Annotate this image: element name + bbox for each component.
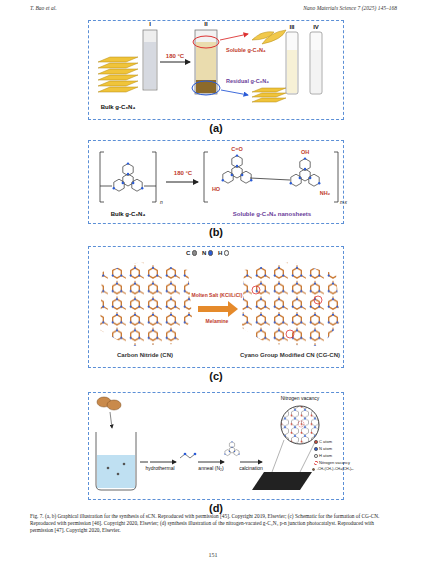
legend-text: H [218, 250, 222, 256]
figure-label: n [160, 200, 163, 206]
figure-label: Residual g-C₃N₄ [226, 78, 269, 84]
legend-row: C atom [314, 440, 332, 444]
figure-label: calcination [239, 466, 263, 472]
figure-label: I [149, 21, 151, 28]
figure-label: III [289, 24, 294, 31]
legend-swatch [314, 454, 318, 458]
legend-swatch [312, 468, 315, 471]
legend-swatch [192, 250, 197, 255]
figure-label: Soluble g-C₃N₄ nanosheets [233, 211, 311, 218]
panel-label: (d) [88, 502, 344, 514]
figure-label: hydrothermal [145, 466, 174, 472]
figure-label: II [204, 21, 207, 28]
legend-swatch [208, 250, 213, 255]
legend-text: N [202, 250, 206, 256]
figure-label: 180 °C [174, 170, 192, 177]
legend-row: Nitrogen vacancy [314, 461, 350, 465]
legend-swatch [224, 250, 229, 255]
legend-swatch [314, 447, 318, 451]
legend-text: C [186, 250, 190, 256]
legend-row: N atom [314, 447, 332, 451]
legend-row: -CH₂(CH₂)₄CH=(CH₂)₅- [312, 468, 354, 472]
figure-label: OH [301, 149, 309, 155]
legend-text: C atom [319, 440, 332, 444]
panel-label: (c) [88, 370, 344, 382]
figure-label: Bulk g-C₃N₄ [101, 104, 136, 111]
figure-label: Nano Materials Science 7 (2025) 145–168 [303, 5, 397, 11]
figure-label: 151 [209, 552, 218, 559]
figure-label: IV [313, 24, 319, 31]
figure-label: C=O [231, 146, 242, 152]
figure-label: T. Bao et al. [30, 5, 57, 11]
legend-swatch [314, 461, 318, 465]
panel-label: (a) [88, 122, 344, 134]
figure-label: Melamine [206, 319, 229, 325]
legend-row: H [218, 250, 229, 256]
figure-label: Bulk g-C₃N₄ [111, 211, 146, 218]
legend-text: Nitrogen vacancy [319, 461, 350, 465]
figure-label: n-x [340, 200, 347, 206]
figure-label: Nitrogen vacancy [281, 396, 320, 402]
legend-row: H atom [314, 454, 332, 458]
figure-label: 180 °C [166, 53, 184, 60]
legend-text: N atom [319, 447, 332, 451]
figure-label: anneal (N₂) [198, 466, 223, 472]
legend-row: C [186, 250, 197, 256]
figure-label: HO [212, 186, 220, 192]
legend-row: N [202, 250, 213, 256]
figure-label: Carbon Nitride (CN) [117, 352, 173, 359]
legend-text: H atom [319, 454, 332, 458]
figure-label: Soluble g-C₃N₄ [226, 47, 266, 53]
figure-label: Cyano Group Modified CN (CG-CN) [240, 352, 340, 359]
panel-label: (b) [88, 226, 344, 238]
legend-swatch [314, 440, 318, 444]
legend-text: -CH₂(CH₂)₄CH=(CH₂)₅- [317, 468, 354, 472]
figure-label: NH₂ [320, 190, 330, 196]
figure-label: Molten Salt (KCl/LiCl) [192, 293, 243, 299]
figure-caption: Fig. 7. (a, b) Graphical illustration fo… [30, 513, 398, 534]
